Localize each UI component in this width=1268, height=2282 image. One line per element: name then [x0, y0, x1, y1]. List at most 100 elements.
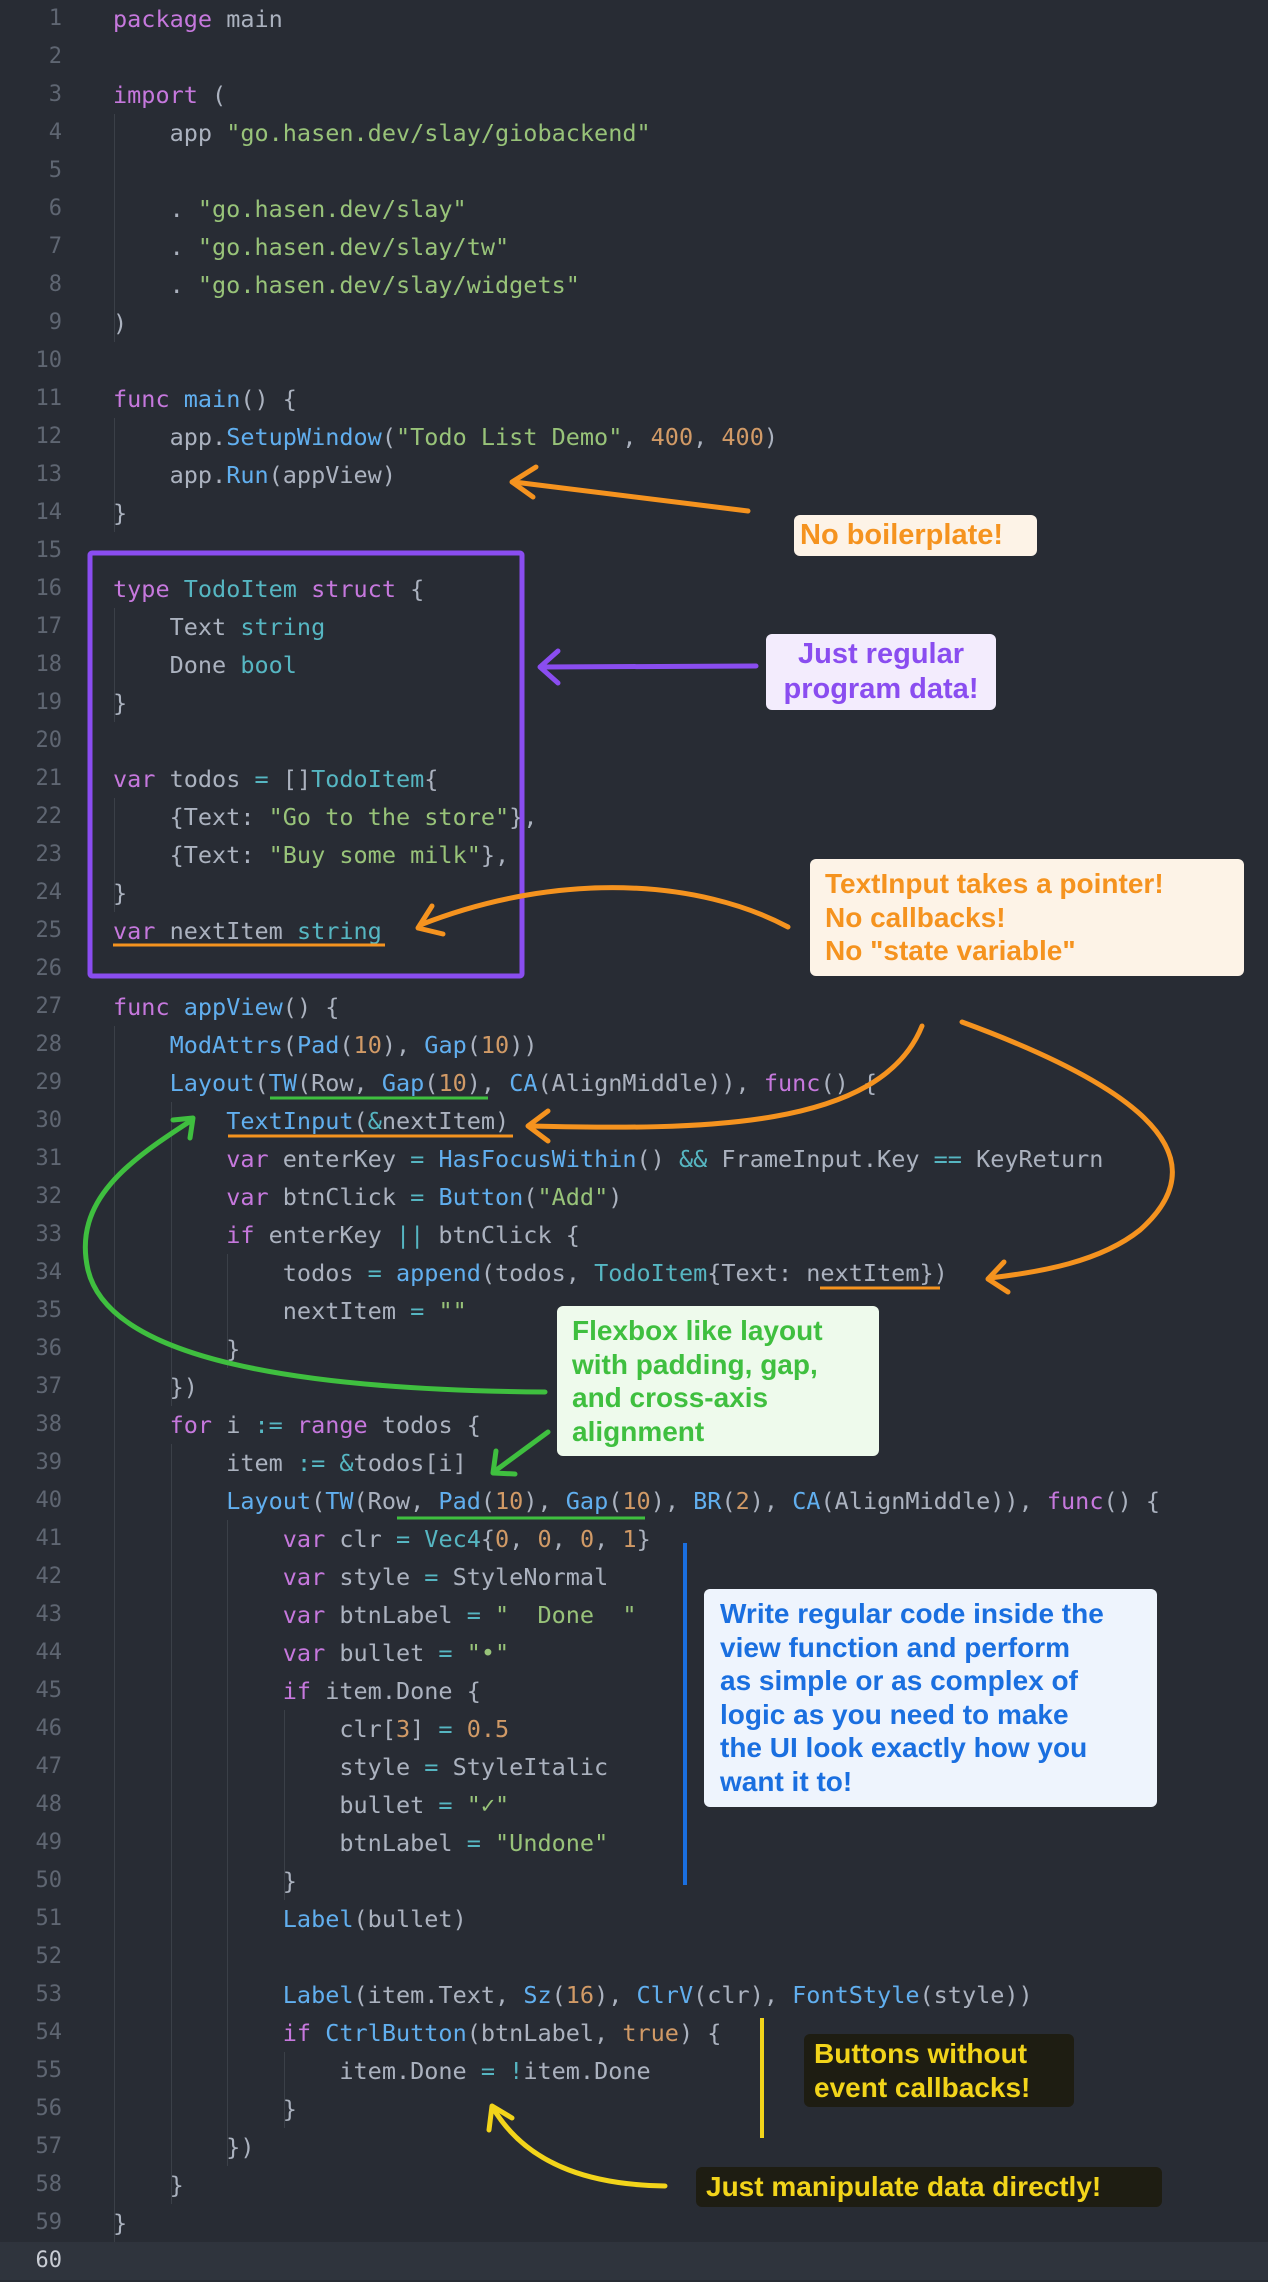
code-line[interactable]: 13 app.Run(appView): [0, 456, 1268, 494]
code-line[interactable]: 53 Label(item.Text, Sz(16), ClrV(clr), F…: [0, 1976, 1268, 2014]
code-text: var clr = Vec4{0, 0, 0, 1}: [113, 1520, 651, 1558]
code-line[interactable]: 32 var btnClick = Button("Add"): [0, 1178, 1268, 1216]
code-line[interactable]: 22 {Text: "Go to the store"},: [0, 798, 1268, 836]
code-token: enterKey: [254, 1221, 396, 1249]
code-line[interactable]: 24}: [0, 874, 1268, 912]
code-line[interactable]: 8 . "go.hasen.dev/slay/widgets": [0, 266, 1268, 304]
code-line[interactable]: 43 var btnLabel = " Done ": [0, 1596, 1268, 1634]
code-line[interactable]: 55 item.Done = !item.Done: [0, 2052, 1268, 2090]
code-token: TW: [325, 1487, 354, 1515]
code-token: }: [113, 2209, 128, 2237]
code-line[interactable]: 58 }: [0, 2166, 1268, 2204]
code-line[interactable]: 44 var bullet = "•": [0, 1634, 1268, 1672]
code-token: TodoItem: [183, 575, 297, 603]
code-line[interactable]: 38 for i := range todos {: [0, 1406, 1268, 1444]
code-line[interactable]: 7 . "go.hasen.dev/slay/tw": [0, 228, 1268, 266]
code-line[interactable]: 29 Layout(TW(Row, Gap(10), CA(AlignMiddl…: [0, 1064, 1268, 1102]
code-line[interactable]: 20: [0, 722, 1268, 760]
code-line[interactable]: 60: [0, 2242, 1268, 2280]
code-token: 0: [579, 1525, 595, 1553]
code-line[interactable]: 18 Done bool: [0, 646, 1268, 684]
code-token: =: [480, 2057, 496, 2085]
code-token: ]: [410, 1715, 439, 1743]
code-line[interactable]: 41 var clr = Vec4{0, 0, 0, 1}: [0, 1520, 1268, 1558]
code-line[interactable]: 59}: [0, 2204, 1268, 2242]
code-token: =: [410, 1145, 425, 1173]
code-line[interactable]: 57 }): [0, 2128, 1268, 2166]
code-line[interactable]: 5: [0, 152, 1268, 190]
code-token: var: [282, 1563, 326, 1591]
code-line[interactable]: 54 if CtrlButton(btnLabel, true) {: [0, 2014, 1268, 2052]
line-number: 47: [35, 1754, 63, 1779]
code-line[interactable]: 45 if item.Done {: [0, 1672, 1268, 1710]
code-token: 10: [353, 1031, 382, 1059]
code-line[interactable]: 26: [0, 950, 1268, 988]
code-text: }: [113, 684, 127, 722]
code-line[interactable]: 12 app.SetupWindow("Todo List Demo", 400…: [0, 418, 1268, 456]
code-line[interactable]: 2: [0, 38, 1268, 76]
code-line[interactable]: 52: [0, 1938, 1268, 1976]
code-token: todos {: [367, 1411, 481, 1439]
code-line[interactable]: 9): [0, 304, 1268, 342]
code-line[interactable]: 47 style = StyleItalic: [0, 1748, 1268, 1786]
code-token: !: [509, 2057, 524, 2085]
code-text: }: [113, 1862, 297, 1900]
line-number: 44: [35, 1640, 63, 1665]
note-line: as simple or as complex of: [720, 1665, 1078, 1697]
line-number: 3: [48, 82, 62, 107]
code-line[interactable]: 17 Text string: [0, 608, 1268, 646]
note-line: and cross-axis: [572, 1382, 769, 1414]
indent-guide: [227, 1254, 229, 1368]
code-line[interactable]: 33 if enterKey || btnClick {: [0, 1216, 1268, 1254]
code-token: main: [183, 385, 241, 413]
code-token: =: [438, 1715, 453, 1743]
code-line[interactable]: 28 ModAttrs(Pad(10), Gap(10)): [0, 1026, 1268, 1064]
code-token: }: [636, 1525, 651, 1553]
code-token: {: [424, 765, 439, 793]
code-line[interactable]: 42 var style = StyleNormal: [0, 1558, 1268, 1596]
code-line[interactable]: 37 }): [0, 1368, 1268, 1406]
code-line[interactable]: 10: [0, 342, 1268, 380]
code-line[interactable]: 14}: [0, 494, 1268, 532]
code-line[interactable]: 23 {Text: "Buy some milk"},: [0, 836, 1268, 874]
line-number: 57: [35, 2134, 63, 2159]
code-line[interactable]: 36 }: [0, 1330, 1268, 1368]
code-line[interactable]: 56 }: [0, 2090, 1268, 2128]
code-line[interactable]: 51 Label(bullet): [0, 1900, 1268, 1938]
code-line[interactable]: 34 todos = append(todos, TodoItem{Text: …: [0, 1254, 1268, 1292]
code-token: " Done ": [495, 1601, 637, 1629]
code-token: }: [113, 1867, 297, 1895]
code-token: Text: [113, 613, 241, 641]
code-line[interactable]: 30 TextInput(&nextItem): [0, 1102, 1268, 1140]
indent-guide: [114, 114, 115, 342]
code-line[interactable]: 31 var enterKey = HasFocusWithin() && Fr…: [0, 1140, 1268, 1178]
code-line[interactable]: 46 clr[3] = 0.5: [0, 1710, 1268, 1748]
code-line[interactable]: 48 bullet = "✓": [0, 1786, 1268, 1824]
code-line[interactable]: 19}: [0, 684, 1268, 722]
code-line[interactable]: 6 . "go.hasen.dev/slay": [0, 190, 1268, 228]
code-token: =: [395, 1525, 411, 1553]
code-line[interactable]: 4 app "go.hasen.dev/slay/giobackend": [0, 114, 1268, 152]
code-token: clr: [325, 1525, 396, 1553]
code-token: string: [296, 917, 382, 945]
line-number: 11: [35, 386, 63, 411]
code-line[interactable]: 49 btnLabel = "Undone": [0, 1824, 1268, 1862]
arrow-flexbox-top: [82, 1115, 548, 1395]
code-line[interactable]: 40 Layout(TW(Row, Pad(10), Gap(10), BR(2…: [0, 1482, 1268, 1520]
code-line[interactable]: 35 nextItem = "": [0, 1292, 1268, 1330]
code-token: }: [113, 689, 128, 717]
code-text: var nextItem string: [113, 912, 382, 950]
code-token: btnClick {: [424, 1221, 580, 1249]
code-line[interactable]: 50 }: [0, 1862, 1268, 1900]
note-line: Flexbox like layout: [572, 1315, 823, 1346]
code-line[interactable]: 15: [0, 532, 1268, 570]
code-line[interactable]: 39 item := &todos[i]: [0, 1444, 1268, 1482]
